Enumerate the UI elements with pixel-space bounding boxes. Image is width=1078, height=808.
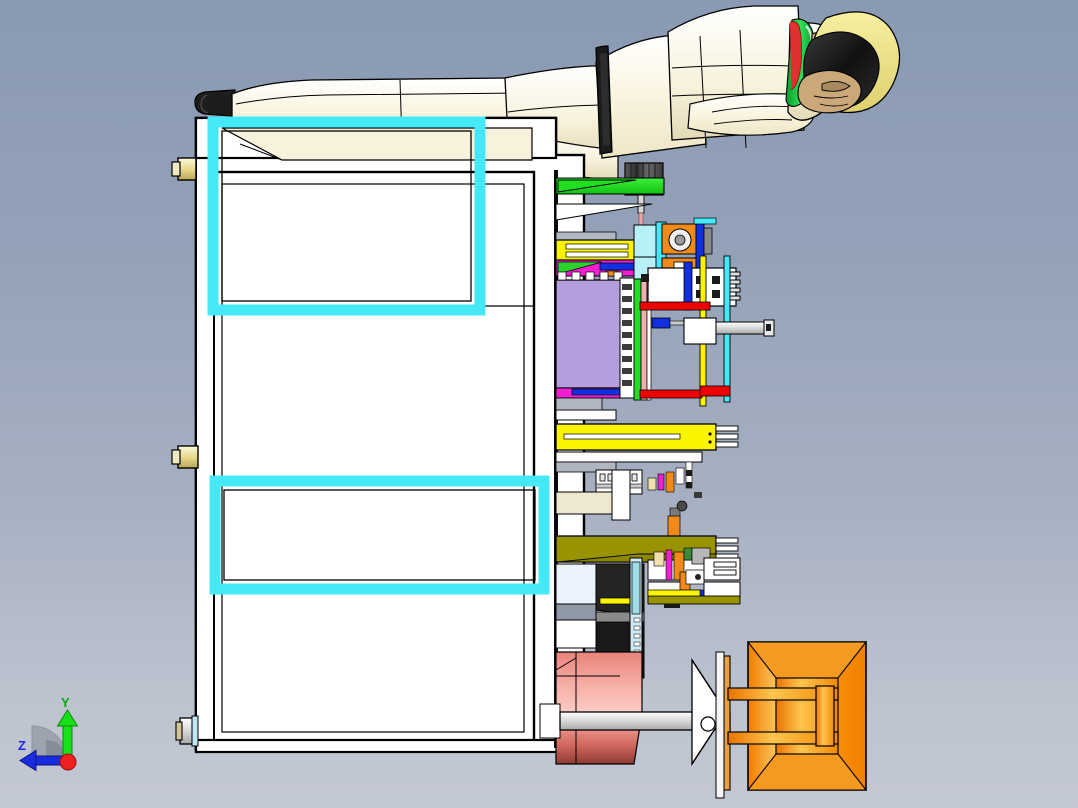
machine-guard-frame (194, 116, 586, 754)
yellow-beam-upper (555, 239, 657, 261)
red-pipe-run (639, 301, 731, 399)
z-axis-label: Z (18, 738, 26, 753)
orientation-axis-triad[interactable]: Y Z (6, 688, 126, 798)
green-mount-plate (555, 177, 665, 195)
orange-actuator-block (633, 217, 717, 289)
guard-window-lower[interactable] (209, 475, 550, 595)
hinge-bracket-top (171, 157, 197, 181)
small-parts-cluster (647, 461, 702, 537)
pneumatic-cylinder-lower (555, 397, 617, 421)
pneumatic-cylinder-upper (683, 317, 775, 350)
hinge-bracket-middle (171, 445, 199, 469)
yellow-beam-mid (555, 423, 739, 451)
y-axis-label: Y (61, 695, 70, 710)
hinge-bracket-bottom (175, 715, 199, 747)
guard-window-upper[interactable] (207, 116, 486, 316)
orange-hopper[interactable] (727, 641, 868, 791)
lower-actuator-cluster (647, 547, 741, 608)
hopper-shaft (559, 651, 731, 799)
machine-internals (539, 162, 775, 765)
